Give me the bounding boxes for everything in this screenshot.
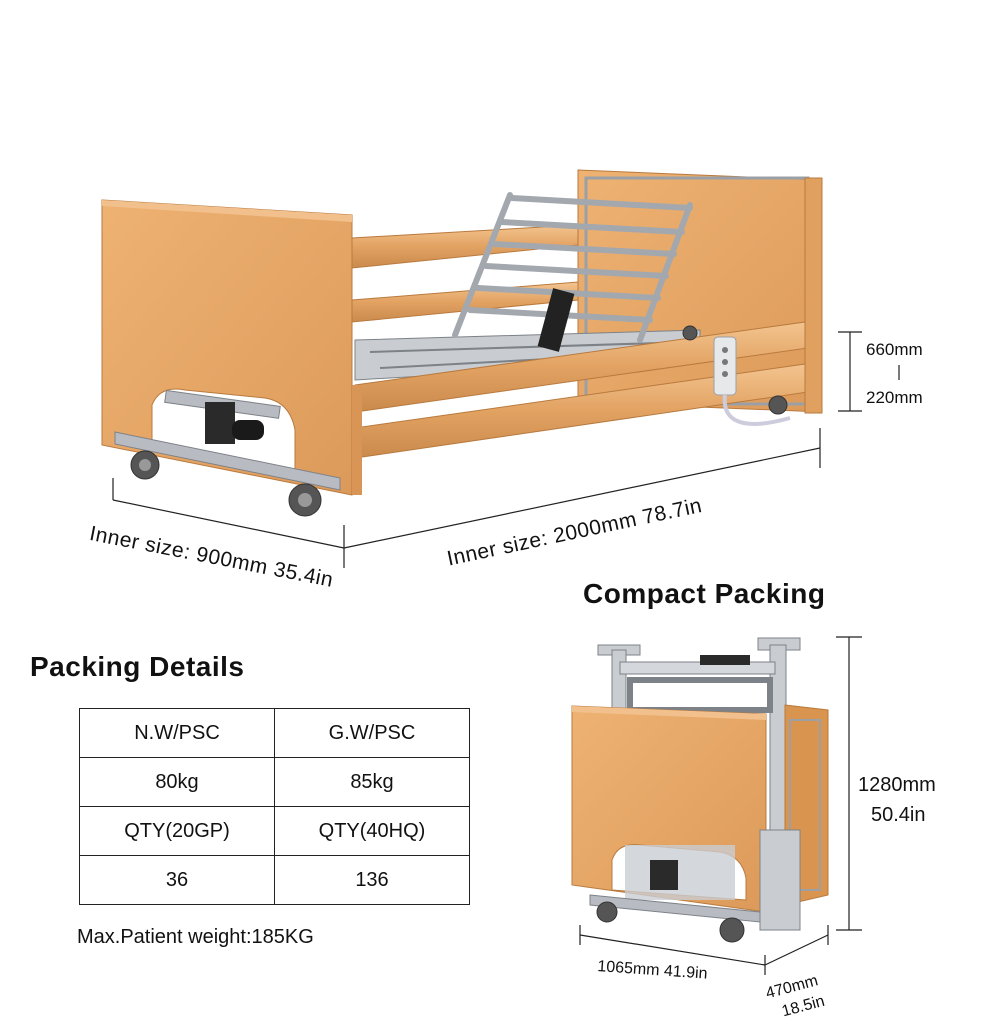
table-row: 36 136 [79,855,470,905]
table-cell: 136 [274,855,470,905]
table-row: N.W/PSC G.W/PSC [79,708,470,758]
table-cell: 85kg [274,757,470,807]
compact-packing-title: Compact Packing [583,578,826,609]
table-row: 80kg 85kg [79,757,470,807]
table-cell: G.W/PSC [274,708,470,758]
hospital-bed-image [101,169,823,517]
compact-dimension-lines [579,636,862,975]
compact-bed-image [571,637,829,943]
compact-height-mm: 1280mm [858,774,936,796]
max-patient-weight: Max.Patient weight:185KG [77,926,314,948]
table-cell: N.W/PSC [79,708,275,758]
height-low-label: 220mm [866,388,923,407]
bed-dimension-lines [112,331,900,568]
compact-height-in: 50.4in [871,804,926,826]
table-cell: 80kg [79,757,275,807]
table-cell: QTY(40HQ) [274,806,470,856]
packing-details-title: Packing Details [30,651,245,682]
packing-details-table: N.W/PSC G.W/PSC 80kg 85kg QTY(20GP) QTY(… [79,708,470,905]
table-row: QTY(20GP) QTY(40HQ) [79,806,470,856]
table-cell: 36 [79,855,275,905]
table-cell: QTY(20GP) [79,806,275,856]
height-high-label: 660mm [866,340,923,359]
